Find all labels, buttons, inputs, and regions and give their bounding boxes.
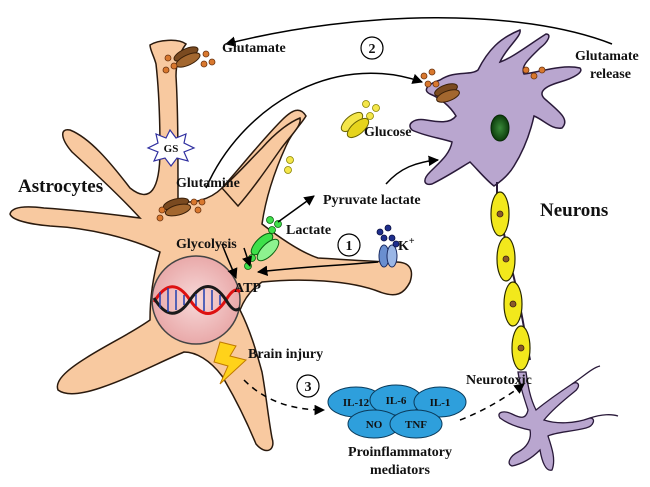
neuron-soma (409, 29, 582, 187)
glutamate-transporter-top (162, 46, 216, 74)
arrow-k-to-atp (256, 261, 379, 277)
axon-terminal (498, 371, 595, 471)
dna-helix-icon (152, 285, 242, 315)
potassium-channel (376, 224, 400, 268)
astrocyte-body (9, 39, 413, 452)
potassium-label: K+ (398, 236, 415, 254)
arrow-pyruvate-to-neuron (385, 155, 440, 185)
mediators-label: mediators (370, 463, 430, 478)
cytokine-cluster: IL-12 IL-6 IL-1 NO TNF (327, 384, 467, 439)
glutamine-label: Glutamine (176, 176, 240, 191)
glutamate-release-label: Glutamate (575, 49, 639, 64)
glucose-label: Glucose (364, 125, 411, 140)
brain-injury-label: Brain injury (248, 347, 323, 362)
arrow-neurotoxic-dashed (459, 383, 525, 421)
cytokine-il1 (413, 386, 467, 418)
glycolysis-label: Glycolysis (176, 237, 237, 252)
step-markers: 2 1 3 (296, 36, 384, 398)
neuron-cell (409, 29, 619, 471)
cytokine-label: IL-12 (343, 397, 370, 409)
cytokine-tnf (389, 409, 443, 439)
step-number: 3 (305, 380, 312, 395)
arrow-injury-dashed (243, 379, 326, 416)
glutamate-receptor-neuron (420, 66, 546, 103)
glucose-transporter (284, 100, 380, 174)
glutamine-transporter (156, 197, 206, 222)
glutamate-label: Glutamate (222, 41, 286, 56)
cytokine-label: IL-6 (386, 395, 407, 407)
atp-label: ATP (234, 281, 261, 296)
pyruvate-lactate-label: Pyruvate lactate (323, 193, 421, 208)
glutamate-release-label: release (590, 67, 631, 82)
lightning-icon (213, 341, 248, 385)
astrocyte-process-upper (220, 116, 301, 208)
arrow-glycolysis (242, 247, 252, 267)
myelin-sheath (490, 191, 531, 371)
cytokine-label: IL-1 (430, 397, 451, 409)
gs-label: GS (164, 143, 179, 155)
cytokine-label: TNF (405, 419, 427, 431)
neurons-label: Neurons (540, 200, 608, 221)
arrow-to-pyruvate (277, 195, 315, 223)
step-number: 2 (369, 42, 376, 57)
arrows (205, 17, 613, 421)
arrow-glutamate-release (224, 17, 613, 47)
neurotoxic-label: Neurotoxic (466, 373, 532, 388)
arrow-atp (221, 243, 238, 279)
step-number: 1 (346, 239, 353, 254)
gs-enzyme-icon: GS (146, 128, 196, 167)
mediators-label: Proinflammatory (348, 445, 452, 460)
cytokine-label: NO (366, 419, 383, 431)
neuron-nucleus (490, 114, 510, 142)
astrocytes-label: Astrocytes (18, 176, 103, 197)
arrow-glutamine-to-neuron (205, 72, 423, 189)
lactate-label: Lactate (286, 223, 331, 238)
astrocyte-cell: GS (9, 39, 413, 452)
